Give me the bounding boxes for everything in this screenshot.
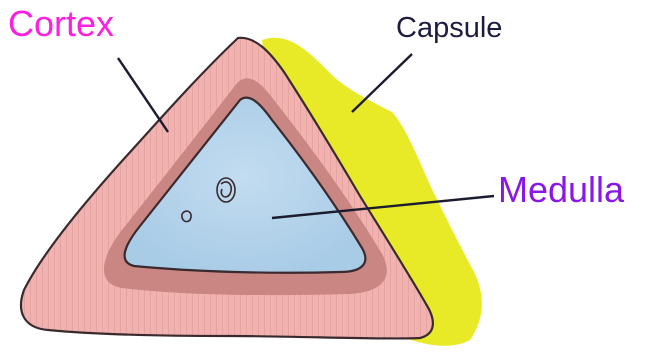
cortex-leader-line: [118, 58, 168, 132]
capsule-label: Capsule: [396, 14, 502, 43]
cortex-label: Cortex: [8, 6, 114, 42]
medulla-label: Medulla: [498, 172, 624, 208]
capsule-leader-line: [352, 54, 412, 112]
